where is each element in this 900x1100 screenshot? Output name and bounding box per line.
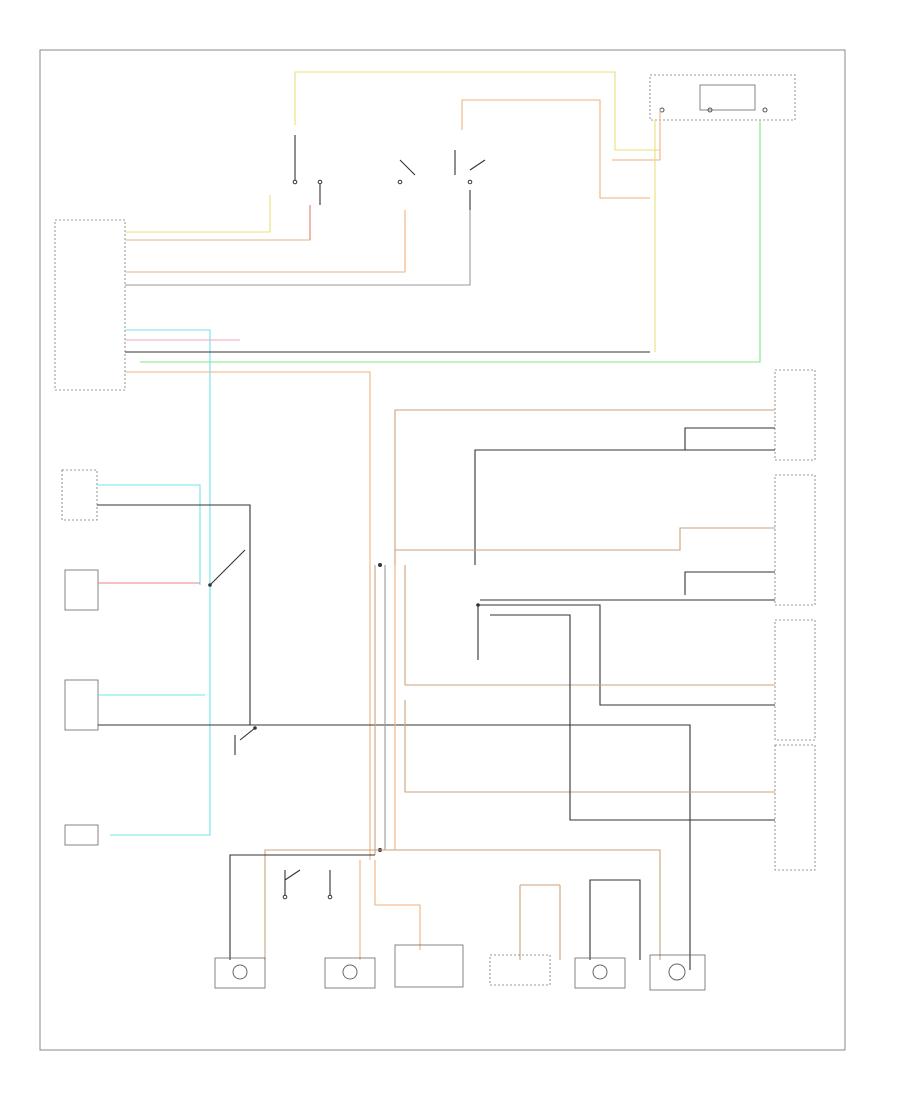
fuel-pump-symbol [592, 964, 608, 980]
wire-orange [125, 205, 311, 241]
diagram-frame [39, 49, 846, 1051]
wire-black [684, 571, 775, 595]
shift-indicator-box [64, 569, 99, 611]
data-link-connector-box [394, 944, 464, 988]
overdrive-lamp-box [64, 824, 99, 846]
fuel-pump-box [574, 957, 626, 989]
wire-black [98, 724, 691, 970]
switch-contact [397, 179, 403, 185]
switch-contact [327, 894, 333, 900]
wire-orange [359, 860, 421, 960]
oss-symbol [668, 963, 686, 981]
wire-tan [264, 849, 661, 960]
fuse-panel-inner [699, 84, 756, 111]
wire-orange [461, 99, 650, 199]
wire-black [477, 604, 775, 706]
wire-black [474, 449, 775, 565]
fuse-terminal [659, 107, 665, 113]
wire-tan [404, 565, 775, 686]
left-module-box [54, 219, 126, 391]
fuse-panel-box [649, 74, 796, 121]
wire-black [209, 549, 246, 586]
tss-symbol [342, 964, 358, 980]
wire-cyan [110, 329, 211, 836]
output-shaft-sensor-box [649, 954, 706, 991]
switch-contact [317, 179, 323, 185]
vss-symbol [232, 964, 248, 980]
wire-orange [612, 110, 661, 161]
etc-module-box [64, 679, 99, 731]
wire-green [140, 120, 761, 363]
wire-gray [125, 210, 471, 286]
wire-tan [519, 884, 561, 960]
wire-black [490, 614, 775, 821]
clock-box [61, 469, 98, 521]
splice-dot [378, 563, 382, 567]
wire-yellow [125, 195, 271, 233]
wire-tan [404, 700, 775, 793]
right-front-sensor-box [774, 369, 816, 461]
switch-contact [467, 179, 473, 185]
switch-contact [292, 179, 298, 185]
wire-black [294, 135, 486, 210]
vehicle-speed-sensor-box [214, 957, 266, 989]
left-rear-sensor-box [774, 744, 816, 871]
fuse-terminal [762, 107, 768, 113]
gem-module-box [489, 954, 551, 986]
wire-orange [125, 371, 371, 860]
wire-tan [395, 527, 775, 551]
right-rear-sensor-box [774, 619, 816, 741]
wire-black [97, 504, 251, 725]
wire-cyan [97, 484, 201, 585]
wire-black [284, 869, 331, 895]
wire-black [234, 727, 256, 755]
wire-orange [125, 210, 406, 273]
fuse-terminal [707, 107, 713, 113]
wire-yellow [294, 71, 660, 151]
left-front-sensor-box [774, 474, 816, 606]
wire-black [589, 879, 641, 960]
wire-black [229, 854, 375, 960]
wire-tan [394, 409, 690, 565]
wire-black [684, 427, 775, 450]
turbine-speed-sensor-box [324, 957, 376, 989]
switch-contact [282, 894, 288, 900]
